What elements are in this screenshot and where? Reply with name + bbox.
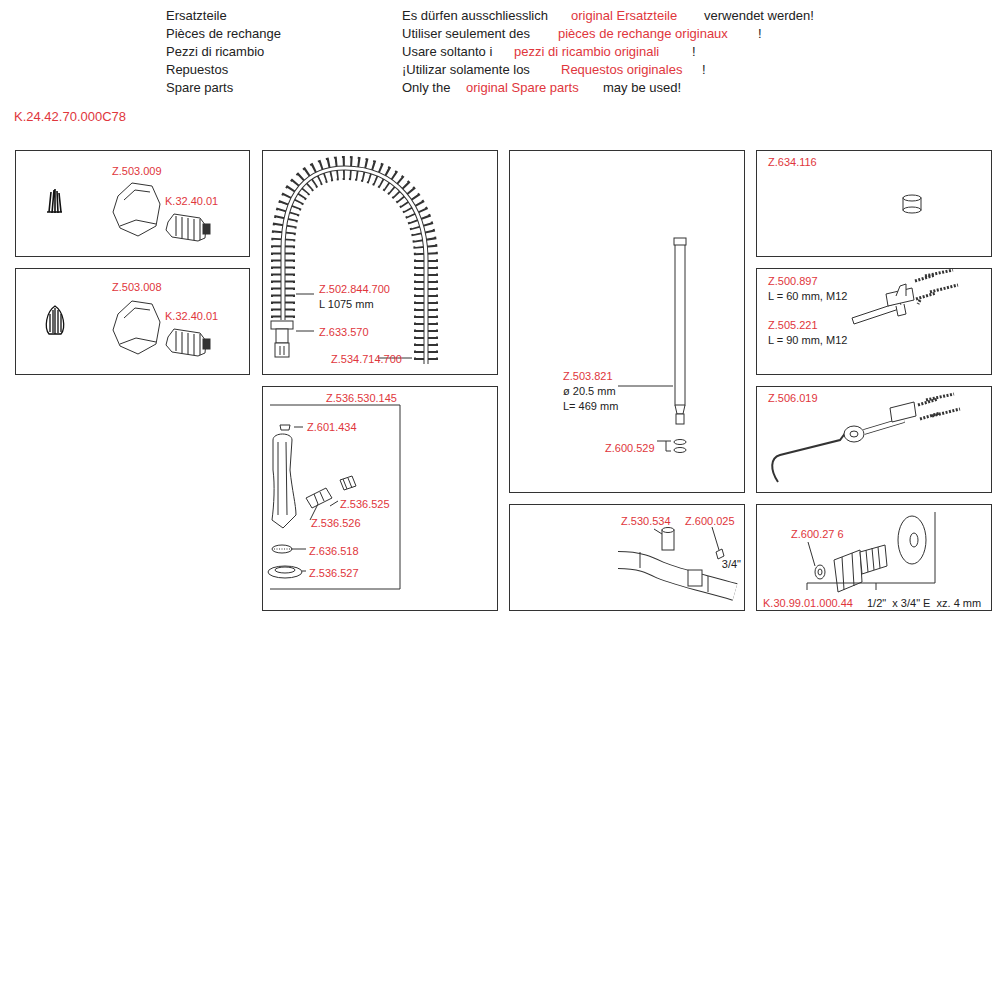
dimension-text: ø 20.5 mm	[563, 385, 616, 398]
dimension-text: 3/4"	[722, 558, 741, 571]
header-text: Es dürfen ausschliesslich	[402, 9, 548, 24]
header-text: verwendet werden!	[704, 9, 814, 24]
header-text: Utiliser seulement des	[402, 27, 530, 42]
spray-head-icon	[272, 434, 296, 528]
header-text: Spare parts	[166, 81, 233, 96]
header-text: ¡Utilizar solamente los	[402, 63, 530, 78]
header-text: Requestos originales	[561, 63, 682, 78]
dimension-text: L = 90 mm, M12	[768, 334, 847, 347]
part-number: Z.633.570	[319, 326, 369, 339]
cartridge-icon	[166, 329, 206, 356]
dimension-text: L 1075 mm	[319, 298, 374, 311]
brush-icon	[46, 306, 63, 334]
part-number: Z.536.525	[340, 498, 390, 511]
header-text: !	[702, 63, 706, 78]
parts-panel: Z.530.534 Z.600.025 3/4"	[509, 504, 745, 611]
part-number: Z.503.009	[112, 165, 162, 178]
header-text: original Ersatzteile	[571, 9, 677, 24]
part-number: Z.500.897	[768, 275, 818, 288]
header-text: Only the	[402, 81, 450, 96]
header-text: !	[692, 45, 696, 60]
part-number: K.32.40.01	[165, 310, 218, 323]
part-number: Z.536.530.145	[326, 392, 397, 405]
leader-line	[654, 527, 719, 550]
fitting-icon	[815, 516, 926, 592]
parts-panel: Z.503.009K.32.40.01	[15, 150, 250, 257]
header-text: Ersatzteile	[166, 9, 227, 24]
dimension-text: L = 60 mm, M12	[768, 290, 847, 303]
parts-panel: Z.503.821 ø 20.5 mm L= 469 mm Z.600.529	[509, 150, 745, 493]
parts-panel: Z.500.897 L = 60 mm, M12Z.505.221 L = 90 m…	[756, 268, 992, 375]
part-number: Z.636.518	[309, 545, 359, 558]
parts-panel: Z.536.530.145Z.601.434Z.536.525Z.536.526…	[262, 386, 498, 611]
bracket-icon	[852, 270, 958, 324]
part-number: K.30.99.01.000.44	[763, 597, 853, 610]
leader-line	[618, 386, 673, 451]
header-text: original Spare parts	[466, 81, 579, 96]
part-number: Z.600.529	[605, 442, 655, 455]
parts-panel: Z.600.27 6 K.30.99.01.000.44 1/2" x 3/4" E…	[756, 504, 992, 611]
part-number: Z.503.821	[563, 370, 613, 383]
hose-icon	[283, 168, 426, 364]
header-text: Repuestos	[166, 63, 228, 78]
header-text: Pezzi di ricambio	[166, 45, 264, 60]
part-number: Z.536.526	[311, 517, 361, 530]
part-number: Z.600.025	[685, 515, 735, 528]
handle-icon	[113, 183, 160, 236]
part-number: Z.506.019	[768, 392, 818, 405]
header-text: Usare soltanto i	[402, 45, 492, 60]
nut-icon	[271, 321, 293, 329]
header-text: pezzi di ricambio originali	[514, 45, 659, 60]
parts-panel: Z.634.116	[756, 150, 992, 257]
parts-panel: Z.502.844.700 L 1075 mm Z.633.570Z.534.714…	[262, 150, 498, 375]
parts-panel: Z.506.019	[756, 386, 992, 493]
part-number: Z.505.221	[768, 319, 818, 332]
cartridge-icon	[166, 214, 206, 241]
part-number: Z.601.434	[307, 421, 357, 434]
part-number: Z.536.527	[309, 567, 359, 580]
dimension-text: 1/2" x 3/4" E xz. 4 mm	[867, 597, 981, 610]
handle-icon	[113, 301, 160, 354]
part-number: Z.503.008	[112, 281, 162, 294]
header-text: may be used!	[603, 81, 681, 96]
hook-icon	[772, 394, 960, 482]
header-text: Pièces de rechange	[166, 27, 281, 42]
part-number: K.32.40.01	[165, 195, 218, 208]
part-number: Z.634.116	[768, 156, 817, 169]
group-bracket	[270, 405, 400, 589]
header-text: K.24.42.70.000C78	[14, 110, 126, 125]
tee-pipe-icon	[618, 560, 735, 592]
part-number: Z.600.27 6	[791, 528, 844, 541]
parts-panel: Z.503.008K.32.40.01	[15, 268, 250, 375]
leader-line	[807, 512, 935, 590]
dimension-text: L= 469 mm	[563, 400, 618, 413]
part-number: Z.502.844.700	[319, 283, 390, 296]
leader-line	[296, 294, 412, 358]
pipe-icon	[675, 240, 685, 405]
brush-icon	[47, 189, 62, 213]
part-number: Z.534.714.700	[331, 353, 402, 366]
header-text: !	[758, 27, 762, 42]
part-number: Z.530.534	[621, 515, 671, 528]
header-text: pièces de rechange originaux	[558, 27, 728, 42]
